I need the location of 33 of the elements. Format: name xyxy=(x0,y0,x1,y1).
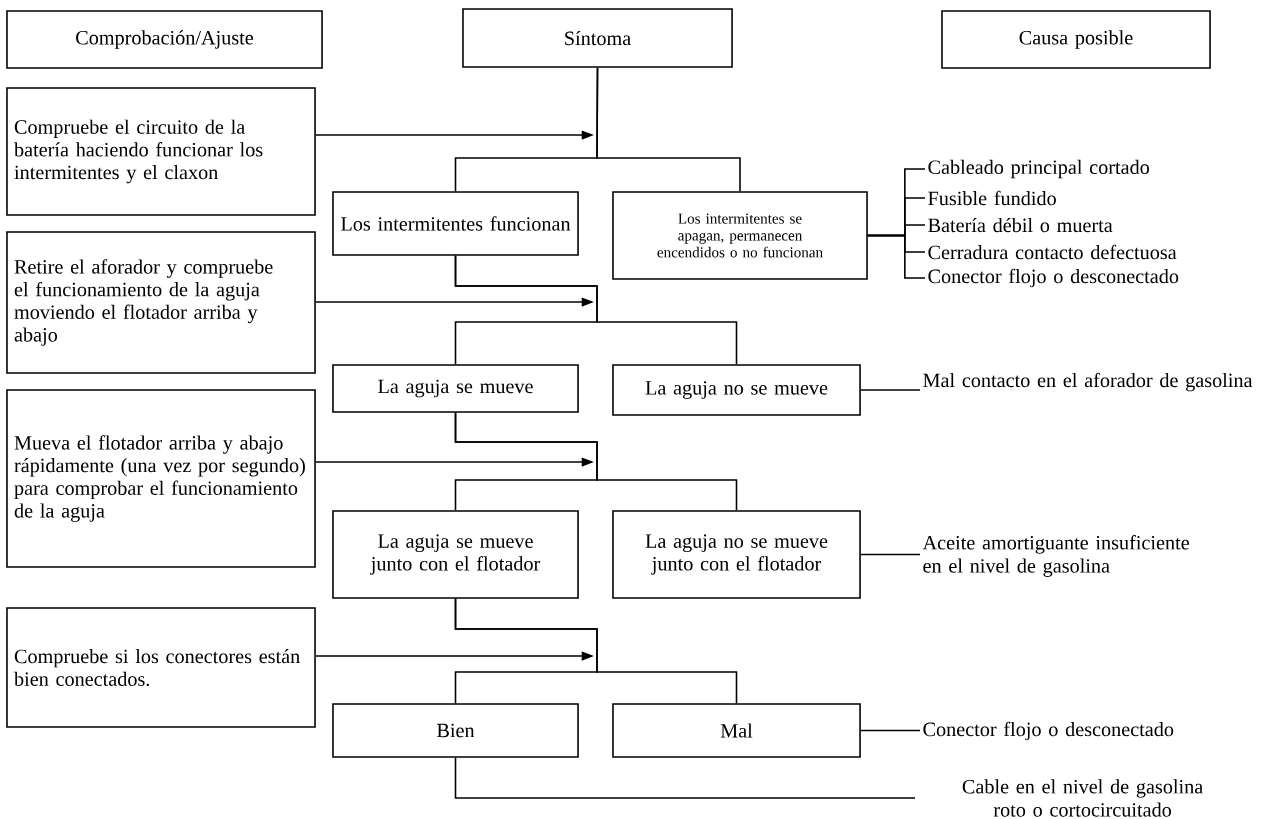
cause-text: Fusible fundido xyxy=(928,190,1056,206)
check-box: Compruebe el circuito de la batería haciendo funcionar los intermitentes y el claxon xyxy=(6,87,316,216)
symptom-box: La aguja se mueve junto con el flotador xyxy=(332,510,579,599)
cause-text: Cerradura contacto defectuosa xyxy=(928,244,1177,260)
cause-text: Conector flojo o desconectado xyxy=(928,268,1179,288)
symptom-box: Los intermitentes se apagan, permanecen encendidos o no funcionan xyxy=(612,191,868,280)
connector-line xyxy=(454,412,738,511)
connector-line xyxy=(860,553,921,556)
header-box: Síntoma xyxy=(462,8,733,68)
cause-text: Aceite amortiguante insuficiente en el nivel de gasolina xyxy=(922,535,1189,577)
check-box: Compruebe si los conectores están bien conectados. xyxy=(6,607,316,728)
check-box: Mueva el flotador arriba y abajo rápidamente (una vez por segundo) para comprobar el funcionamiento de la aguja xyxy=(6,389,316,568)
cause-text: Mal contacto en el aforador de gasolina xyxy=(923,372,1253,392)
connector-line xyxy=(454,598,738,704)
check-box: Retire el aforador y compruebe el funcionamiento de la aguja moviendo el flotador arriba y abajo xyxy=(6,231,316,374)
symptom-box: Mal xyxy=(612,703,861,758)
connector-line xyxy=(860,389,921,391)
symptom-box: La aguja no se mueve xyxy=(612,364,861,416)
header-box: Causa posible xyxy=(941,10,1211,69)
cause-text: Batería débil o muerta xyxy=(928,217,1113,233)
connector-line xyxy=(454,255,738,365)
symptom-box: Bien xyxy=(332,703,579,758)
cause-text: Cable en el nivel de gasolina roto o cortocircuitado xyxy=(962,779,1203,817)
cause-text: Cableado principal cortado xyxy=(928,159,1150,179)
header-box: Comprobación/Ajuste xyxy=(6,10,323,69)
connector-line xyxy=(454,757,916,799)
connector-line xyxy=(867,234,926,279)
symptom-box: La aguja se mueve xyxy=(332,364,579,413)
symptom-box: Los intermitentes funcionan xyxy=(332,191,579,256)
symptom-box: La aguja no se mueve junto con el flotador xyxy=(612,510,861,599)
connector-line xyxy=(860,729,921,732)
connector-line xyxy=(596,67,741,192)
cause-text: Conector flojo o desconectado xyxy=(923,721,1174,741)
